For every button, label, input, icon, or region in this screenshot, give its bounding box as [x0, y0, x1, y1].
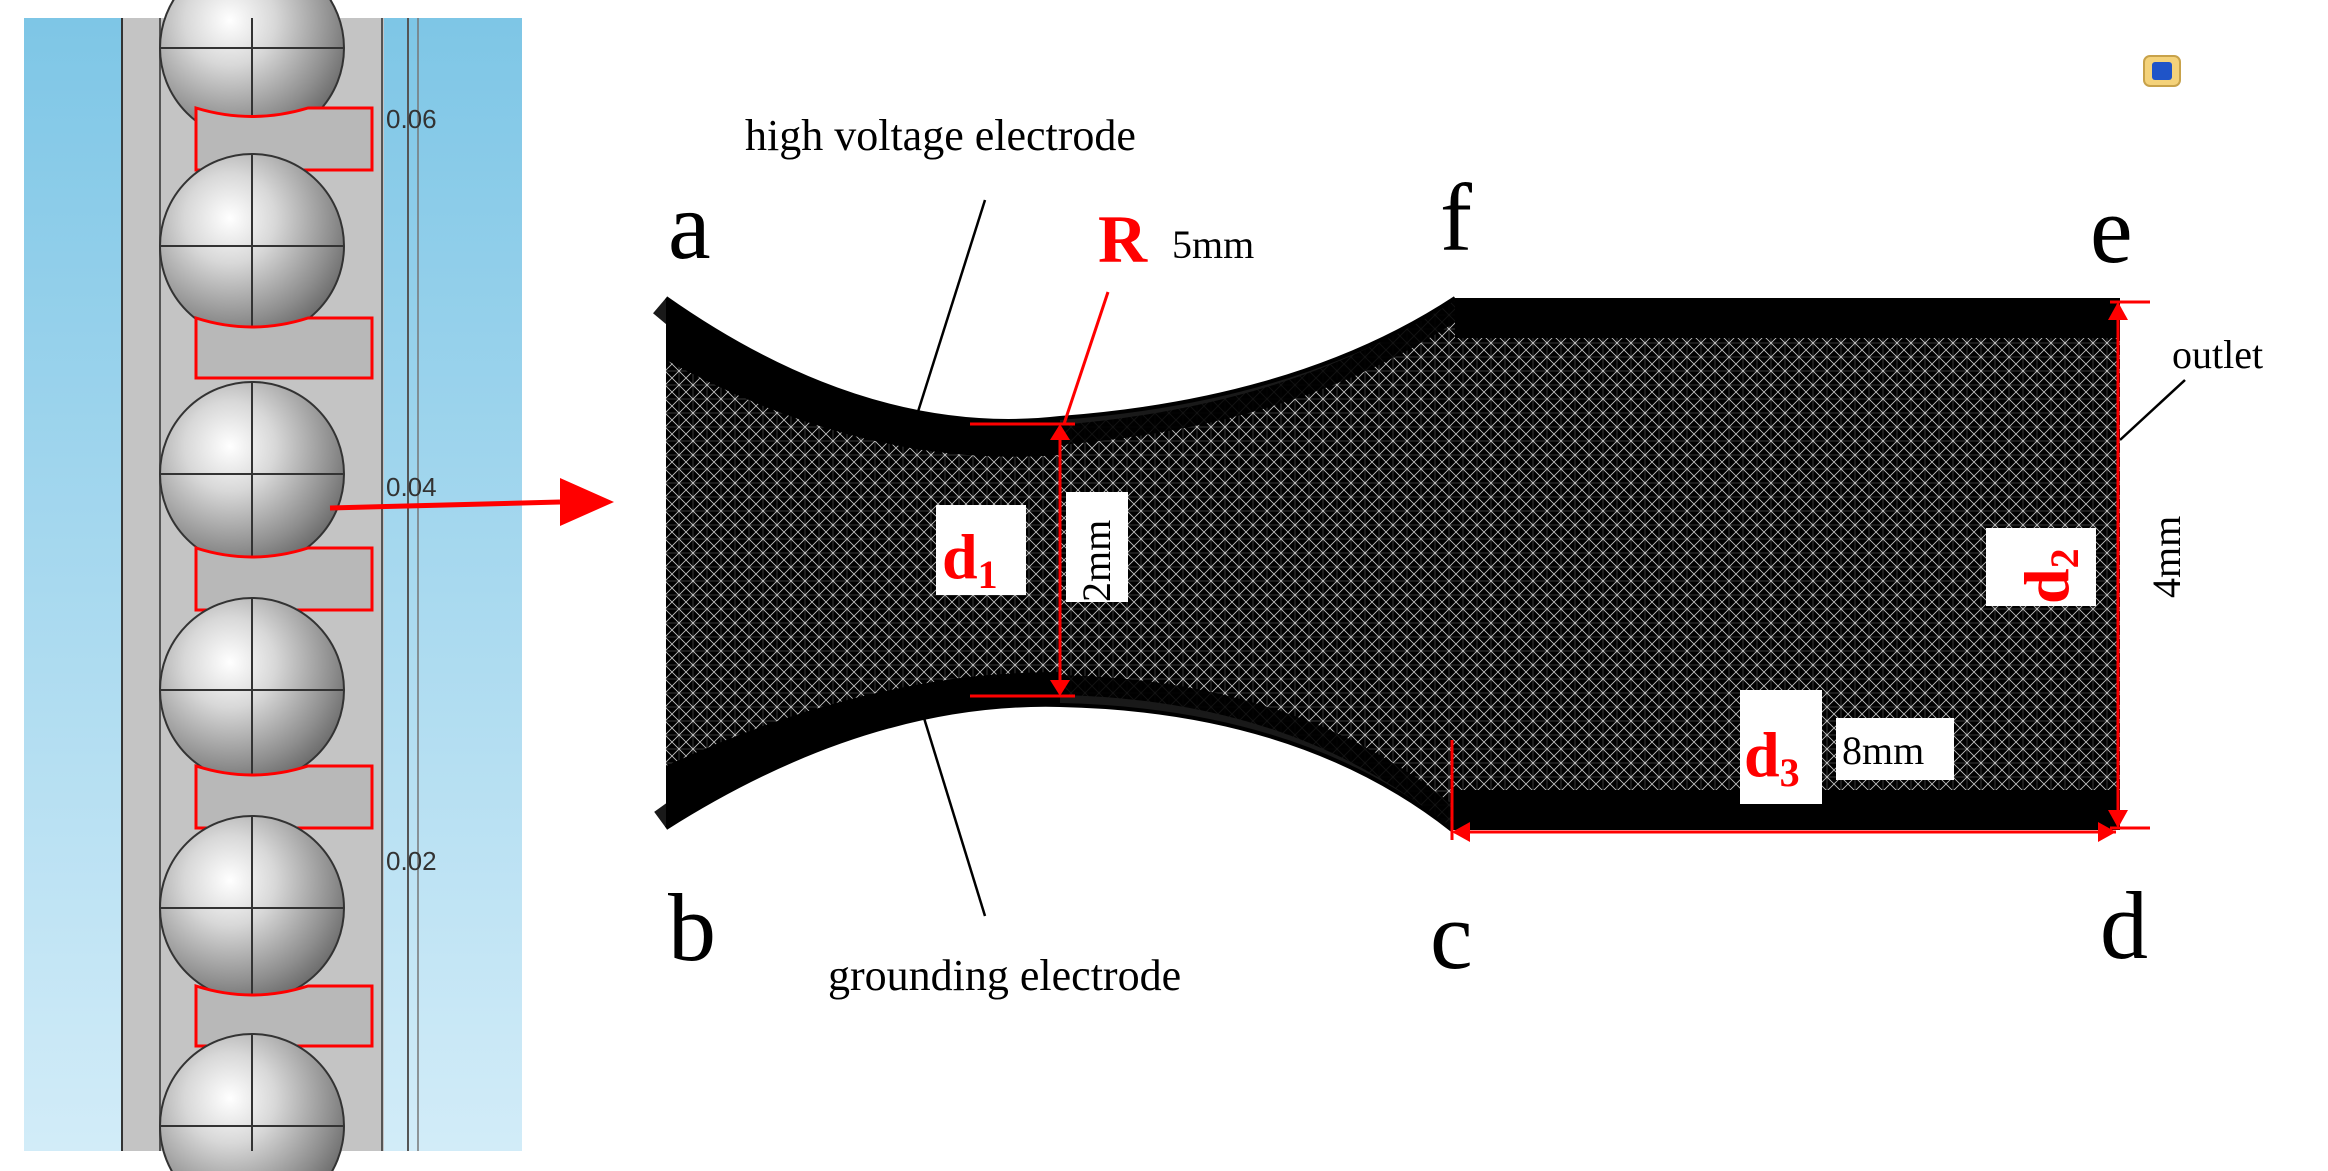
dim-d2-value: 4mm: [2144, 516, 2189, 598]
dim-d2-subscript: 2: [2042, 548, 2087, 568]
dim-d3-subscript: 3: [1780, 750, 1800, 795]
grounding-leader: [918, 704, 987, 917]
dim-d2-symbol: d2: [2011, 548, 2087, 604]
mesh-bottom-mask: [640, 704, 1480, 880]
dim-d1-subscript: 1: [978, 552, 998, 597]
dim-d3-symbol: d3: [1744, 719, 1800, 795]
dim-d3-value-bg: [1836, 718, 1954, 780]
app-corner-icon: [2143, 55, 2181, 87]
sphere: [159, 597, 345, 783]
sphere: [159, 153, 345, 339]
dim-d2-symbol-bg: [1986, 528, 2096, 606]
dim-d1: d1 2mm: [936, 422, 1128, 698]
dim-d2: d2 4mm: [1986, 300, 2189, 830]
sphere: [159, 1033, 345, 1171]
scale-label-002: 0.02: [386, 846, 437, 876]
dim-d3-value: 8mm: [1842, 728, 1924, 773]
dim-R-value: 5mm: [1172, 222, 1254, 267]
dim-R-symbol: R: [1098, 201, 1148, 277]
sphere: [159, 815, 345, 1001]
scale-label-006: 0.06: [386, 104, 437, 134]
mesh-diagram: a b c d e f high voltage electrode groun…: [640, 111, 2263, 1000]
dim-d1-value-bg: [1066, 492, 1128, 602]
outlet-top-band: [1455, 298, 2120, 338]
corner-label-b: b: [668, 874, 716, 981]
sphere: [159, 381, 345, 567]
corner-label-e: e: [2090, 176, 2133, 283]
mesh-top-mask: [640, 250, 1480, 421]
gap-region: [194, 545, 374, 612]
sphere-stack: [159, 0, 374, 1171]
outlet-label: outlet: [2172, 332, 2263, 377]
gap-region: [194, 763, 374, 830]
dim-d1-value: 2mm: [1074, 520, 1119, 602]
dim-d3-symbol-bg: [1740, 690, 1822, 804]
dim-d3: d3 8mm: [1450, 690, 2116, 842]
corner-label-c: c: [1430, 882, 1473, 989]
corner-label-f: f: [1440, 164, 1472, 271]
dim-d1-symbol: d1: [942, 521, 998, 597]
scale-label-004: 0.04: [386, 472, 437, 502]
grounding-electrode-label: grounding electrode: [828, 951, 1181, 1000]
zoom-arrow: [329, 478, 614, 526]
dim-R-leader: [1062, 291, 1110, 425]
corner-label-a: a: [668, 172, 711, 279]
gap-region: [194, 315, 374, 380]
high-voltage-electrode-label: high voltage electrode: [745, 111, 1136, 160]
dim-d1-symbol-bg: [936, 505, 1026, 595]
high-voltage-leader: [914, 199, 987, 419]
outlet-leader: [2119, 379, 2186, 441]
left-panel: 0.06 0.04 0.02: [24, 0, 522, 1171]
corner-label-d: d: [2100, 872, 2148, 979]
gap-region: [194, 983, 374, 1048]
